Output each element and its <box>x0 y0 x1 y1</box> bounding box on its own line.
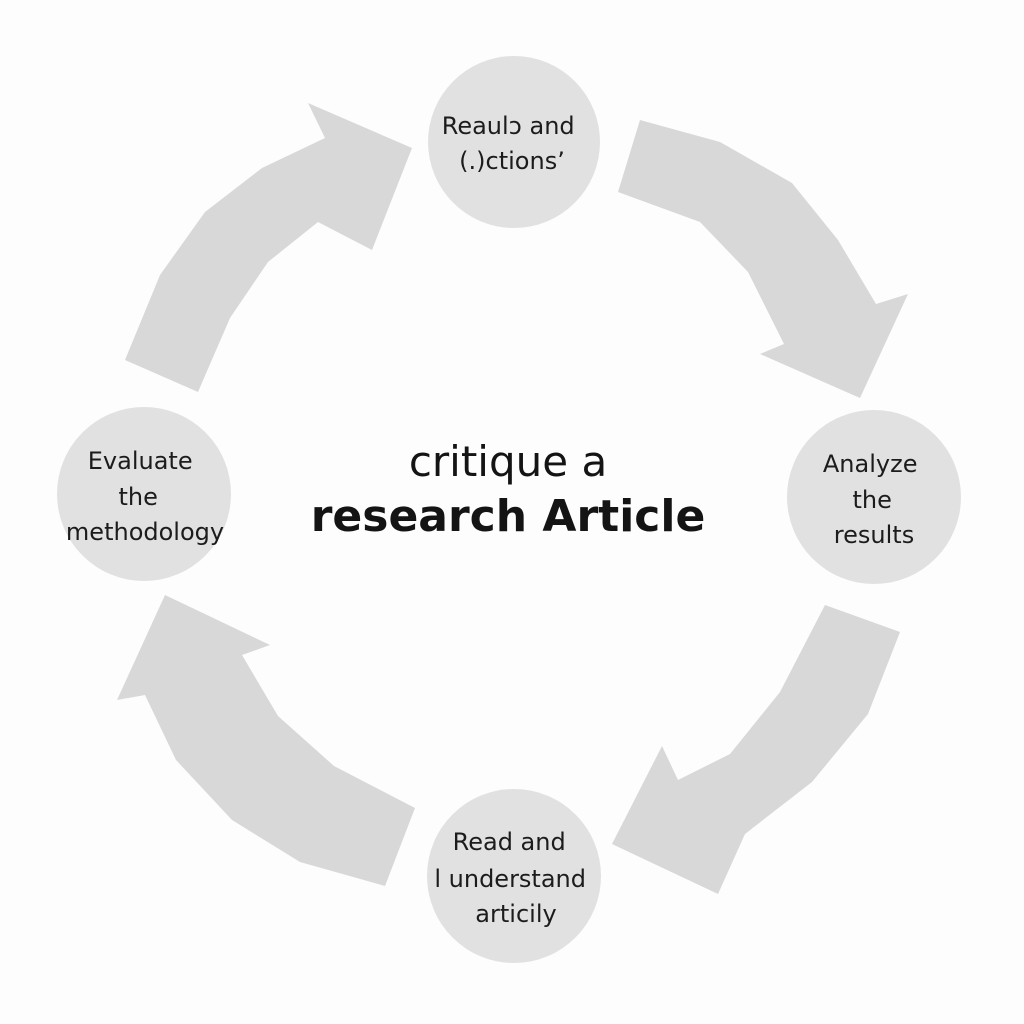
node-left-line-1: Evaluate <box>88 447 193 475</box>
node-top-line-2: (.)ctions’ <box>459 147 565 175</box>
center-title-line-2: research Article <box>311 491 706 542</box>
node-bottom-label: Read and l understand articily <box>434 828 593 928</box>
node-top-line-1: Reaulɔ and <box>442 112 575 140</box>
node-top-circle <box>428 56 600 228</box>
node-left-label: Evaluate the methodology <box>66 447 224 546</box>
arrow-right-to-bottom <box>612 605 900 894</box>
node-left-line-3: methodology <box>66 518 224 546</box>
node-right-label: Analyze the results <box>823 450 925 549</box>
node-right-circle <box>787 410 961 584</box>
node-bottom-circle <box>427 789 601 963</box>
node-right-line-2: the <box>852 486 891 514</box>
arrow-top-to-right <box>618 120 908 398</box>
node-left-line-2: the <box>118 483 157 511</box>
node-bottom-line-3: articily <box>475 900 556 928</box>
node-bottom-line-2: l understand <box>434 865 586 893</box>
node-left-circle <box>57 407 231 581</box>
arrow-bottom-to-left <box>117 595 415 886</box>
arrow-left-to-top <box>125 103 412 392</box>
node-right-line-1: Analyze <box>823 450 918 478</box>
center-title-line-1: critique a <box>409 437 607 486</box>
node-bottom-line-1: Read and <box>453 828 566 856</box>
node-top-label: Reaulɔ and (.)ctions’ <box>442 112 583 175</box>
node-right-line-3: results <box>834 521 914 549</box>
